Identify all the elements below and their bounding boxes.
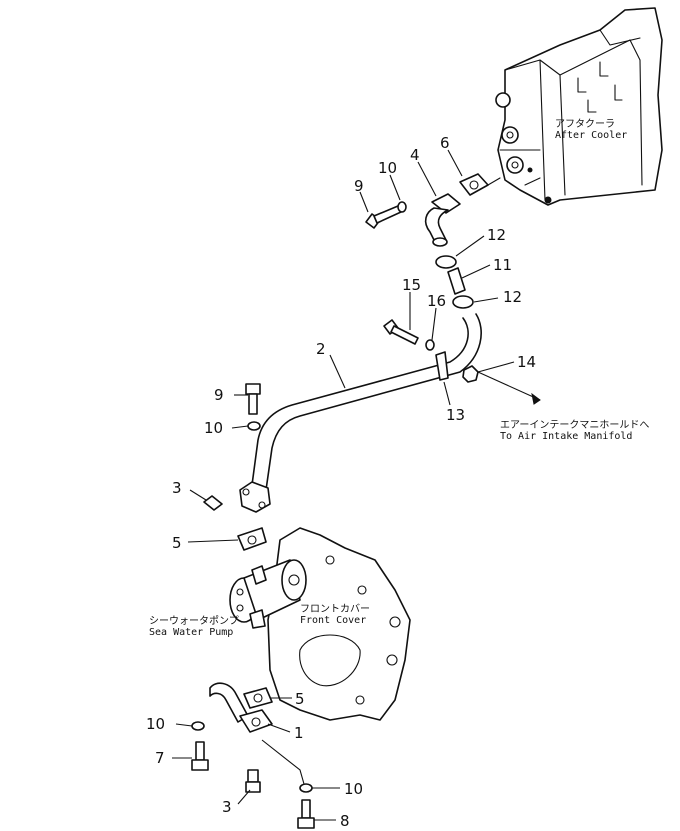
leader-lines: [172, 149, 541, 821]
bolt-15: [383, 319, 419, 345]
callout-10-lower-left: 10: [146, 715, 165, 733]
washer-10-lower-left: [191, 721, 205, 731]
plug-3-upper: [203, 495, 223, 511]
callout-16: 16: [427, 292, 446, 310]
after-cooler-label-jp: アフタクーラ: [555, 118, 615, 130]
washer-10-lower-right: [299, 783, 313, 793]
callout-10-upper: 10: [378, 159, 397, 177]
hose-11: [447, 267, 466, 295]
callout-12-lower: 12: [503, 288, 522, 306]
bolt-8: [297, 799, 315, 829]
callout-3-upper: 3: [172, 479, 182, 497]
callout-6: 6: [440, 134, 450, 152]
washer-10-mid: [247, 421, 261, 431]
elbow-1: [209, 682, 273, 733]
callout-9-lower: 9: [214, 386, 224, 404]
sea-water-pump: [229, 559, 307, 629]
callout-2: 2: [316, 340, 326, 358]
callout-5-lower: 5: [295, 690, 305, 708]
air-intake-label-jp: エアーインテークマニホールドへ: [500, 419, 649, 431]
after-cooler-label-en: After Cooler: [555, 130, 627, 141]
callout-10-lower-right: 10: [344, 780, 363, 798]
tube-2: [239, 313, 482, 513]
callout-9-upper: 9: [354, 177, 364, 195]
callout-14: 14: [517, 353, 536, 371]
callout-10-mid: 10: [204, 419, 223, 437]
callout-12-upper: 12: [487, 226, 506, 244]
callout-11: 11: [493, 256, 512, 274]
front-cover-label-en: Front Cover: [300, 615, 366, 626]
clamp-12-upper: [435, 255, 457, 269]
callout-13: 13: [446, 406, 465, 424]
clamp-12-lower: [452, 295, 474, 309]
washer-16: [425, 339, 435, 351]
sea-pump-label-en: Sea Water Pump: [149, 627, 233, 638]
front-cover-label-jp: フロントカバー: [300, 603, 370, 615]
gasket-5-upper: [237, 527, 267, 551]
plug-3-lower: [245, 769, 261, 793]
gasket-5-lower: [243, 687, 273, 709]
callout-8: 8: [340, 812, 350, 830]
callout-5-upper: 5: [172, 534, 182, 552]
sea-pump-label-jp: シーウォータポンプ: [149, 615, 239, 627]
callout-4: 4: [410, 146, 420, 164]
callout-1: 1: [294, 724, 304, 742]
gasket-6: [459, 173, 501, 196]
bolt-9-upper: [365, 205, 402, 229]
bolt-9-lower: [245, 383, 261, 415]
callout-3-lower: 3: [222, 798, 232, 816]
bolt-7: [191, 741, 209, 771]
air-intake-label-en: To Air Intake Manifold: [500, 431, 632, 442]
washer-10-upper: [397, 201, 407, 213]
after-cooler: [495, 7, 663, 206]
nut-14: [462, 365, 479, 383]
callout-7: 7: [155, 749, 165, 767]
callout-15: 15: [402, 276, 421, 294]
elbow-4: [424, 193, 461, 247]
